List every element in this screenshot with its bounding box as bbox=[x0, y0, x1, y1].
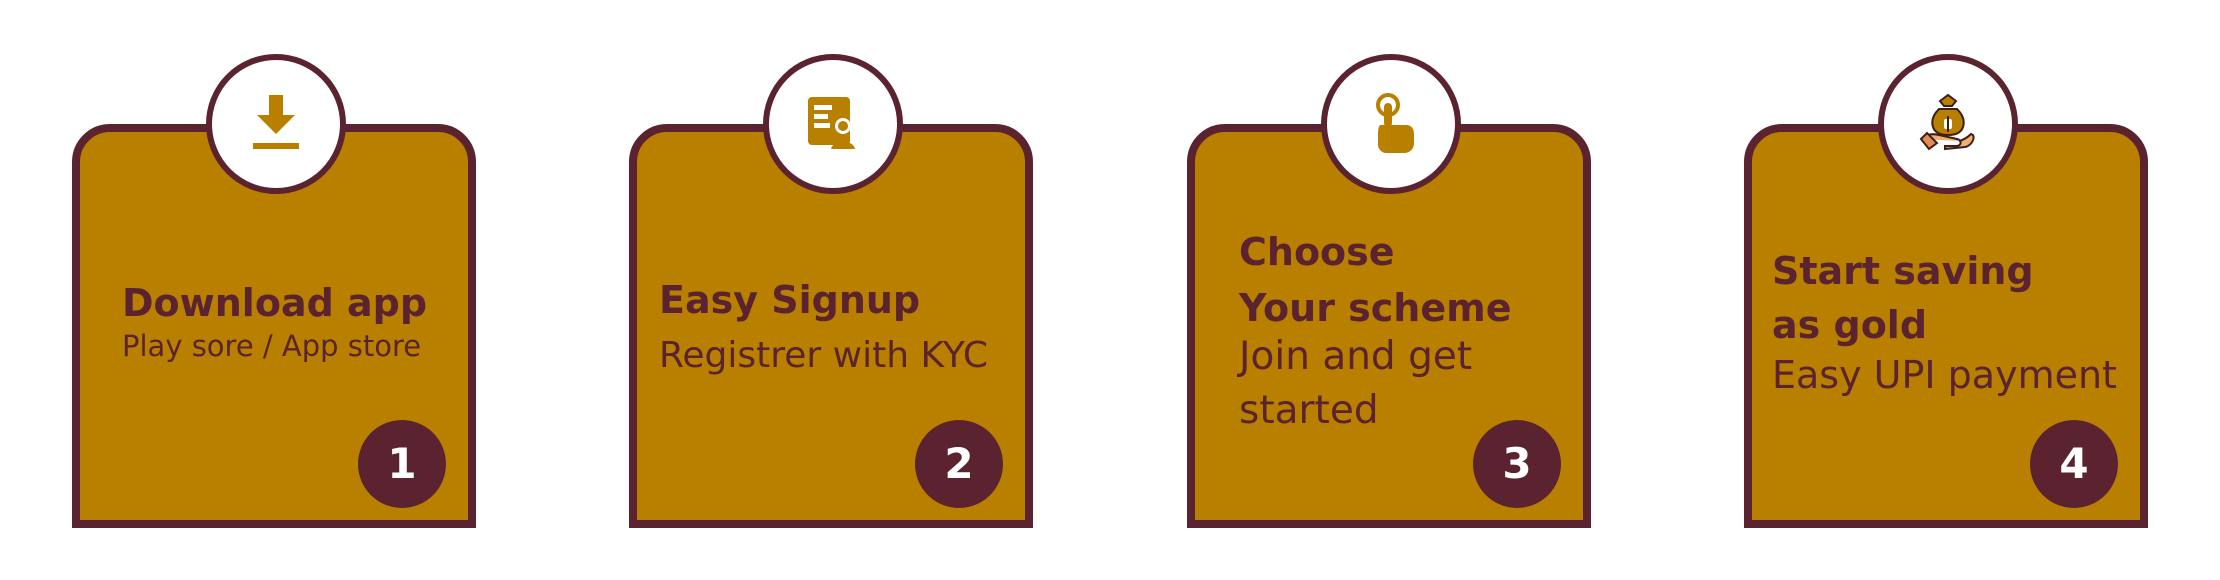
money-bag-hand-icon bbox=[1878, 54, 2018, 194]
kyc-profile-icon bbox=[763, 54, 903, 194]
step-subtitle: Join and get started bbox=[1239, 334, 1473, 433]
step-card-2: Easy Signup Registrer with KYC 2 bbox=[629, 54, 1039, 528]
download-icon bbox=[206, 54, 346, 194]
step-card-body: Easy Signup Registrer with KYC 2 bbox=[629, 124, 1033, 528]
step-title: Download app bbox=[122, 281, 428, 325]
step-card-3: Choose Your scheme Join and get started … bbox=[1187, 54, 1597, 528]
step-title: Easy Signup bbox=[659, 278, 921, 322]
step-number-badge: 1 bbox=[358, 420, 446, 508]
step-number-badge: 2 bbox=[915, 420, 1003, 508]
step-number-badge: 3 bbox=[1473, 420, 1561, 508]
step-title: Choose Your scheme bbox=[1239, 230, 1512, 330]
step-card-body: Choose Your scheme Join and get started … bbox=[1187, 124, 1591, 528]
step-number-badge: 4 bbox=[2030, 420, 2118, 508]
step-title: Start saving as gold bbox=[1772, 249, 2034, 347]
step-subtitle: Registrer with KYC bbox=[659, 335, 988, 376]
step-subtitle: Easy UPI payment bbox=[1772, 353, 2117, 397]
step-subtitle: Play sore / App store bbox=[122, 329, 422, 363]
step-card-1: Download app Play sore / App store 1 bbox=[72, 54, 482, 528]
step-card-body: Start saving as gold Easy UPI payment 4 bbox=[1744, 124, 2148, 528]
step-card-4: Start saving as gold Easy UPI payment 4 bbox=[1744, 54, 2154, 528]
pointer-hand-icon bbox=[1321, 54, 1461, 194]
